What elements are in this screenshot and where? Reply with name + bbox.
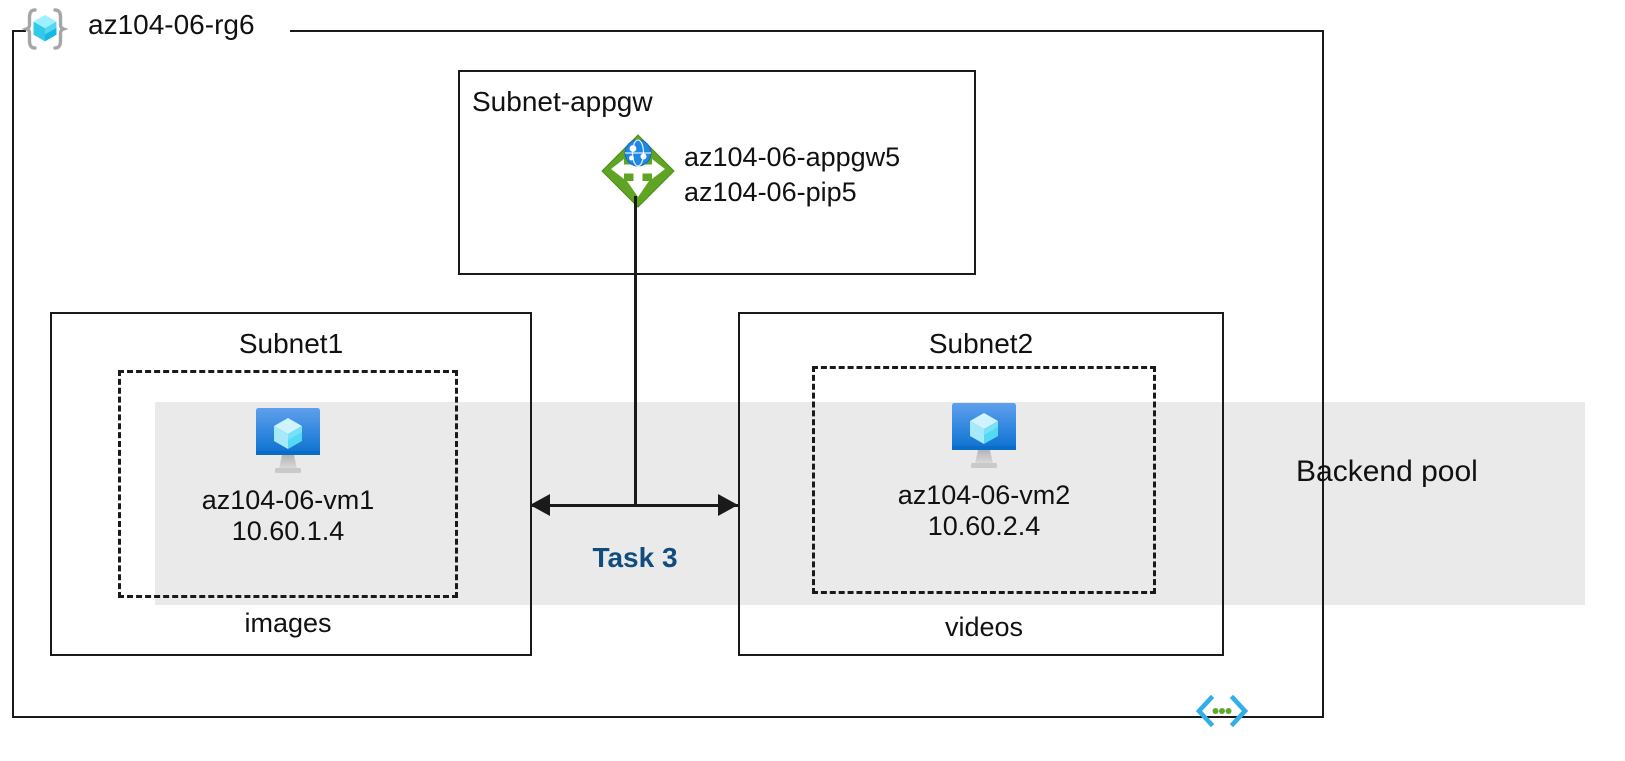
subnet-appgw-box [458, 70, 976, 275]
subnet-appgw-label: Subnet-appgw [472, 86, 653, 117]
appgw-name: az104-06-appgw5 [684, 142, 901, 172]
vm1-node: az104-06-vm1 10.60.1.4 [160, 405, 416, 548]
resource-group-label: az104-06-rg6 [88, 9, 255, 40]
subnet1-box [50, 312, 532, 656]
subnet1-caption: images [244, 608, 332, 638]
task-3-annotation: Task 3 [592, 542, 678, 573]
virtual-machine-icon [856, 400, 1112, 474]
vm1-ip: 10.60.1.4 [231, 516, 345, 547]
arrow-head-right-icon [718, 494, 738, 516]
subnet2-dashed-group [812, 366, 1156, 594]
subnet2-caption: videos [944, 612, 1024, 642]
vm1-name: az104-06-vm1 [201, 485, 375, 515]
vm2-ip: 10.60.2.4 [927, 511, 1041, 542]
resource-group-boundary [12, 30, 1324, 718]
resource-group-cube-icon [21, 6, 69, 52]
subnet1-subnet2-connector [532, 504, 738, 507]
vm2-node: az104-06-vm2 10.60.2.4 [856, 400, 1112, 543]
subnet1-dashed-group [118, 370, 458, 598]
backend-pool-label: Backend pool [1296, 455, 1478, 488]
subnet2-label: Subnet2 [928, 328, 1034, 359]
appgw-to-subnets-connector [634, 196, 637, 506]
vm2-name: az104-06-vm2 [897, 480, 1071, 510]
arrow-head-left-icon [530, 494, 550, 516]
code-brackets-icon [1194, 692, 1250, 730]
resource-group-title-mask [26, 14, 290, 48]
virtual-machine-icon [160, 405, 416, 479]
backend-pool-band [155, 402, 1585, 605]
subnet1-label: Subnet1 [238, 328, 344, 359]
subnet2-box [738, 312, 1224, 656]
public-ip-name: az104-06-pip5 [684, 177, 857, 208]
application-gateway-labels: az104-06-appgw5 az104-06-pip5 [684, 140, 900, 210]
application-gateway-icon [600, 133, 676, 209]
